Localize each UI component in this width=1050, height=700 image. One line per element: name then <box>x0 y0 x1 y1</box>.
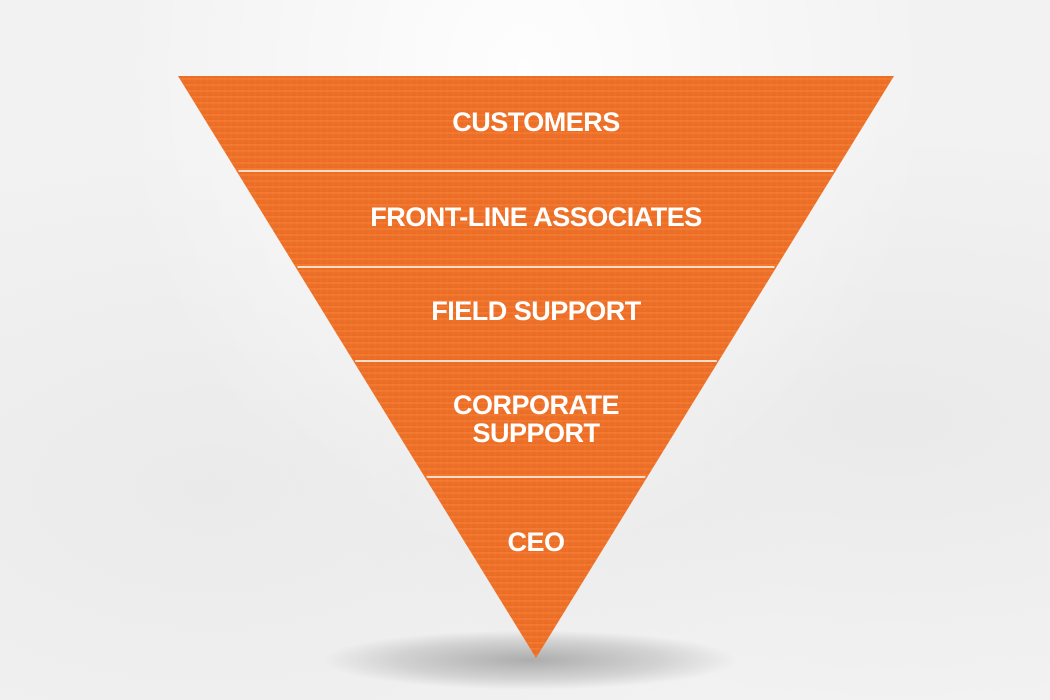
tier-label: CORPORATE <box>453 390 619 420</box>
tier-label: FRONT-LINE ASSOCIATES <box>370 202 702 232</box>
tier-label: FIELD SUPPORT <box>431 296 642 326</box>
pyramid-triangle <box>178 76 894 658</box>
tier-label: CEO <box>507 527 564 557</box>
tier-label: CUSTOMERS <box>452 107 620 137</box>
tier-labels: CUSTOMERS FRONT-LINE ASSOCIATES FIELD SUPP… <box>370 107 702 557</box>
tier-dividers <box>238 170 834 478</box>
tier-label: SUPPORT <box>472 418 600 448</box>
